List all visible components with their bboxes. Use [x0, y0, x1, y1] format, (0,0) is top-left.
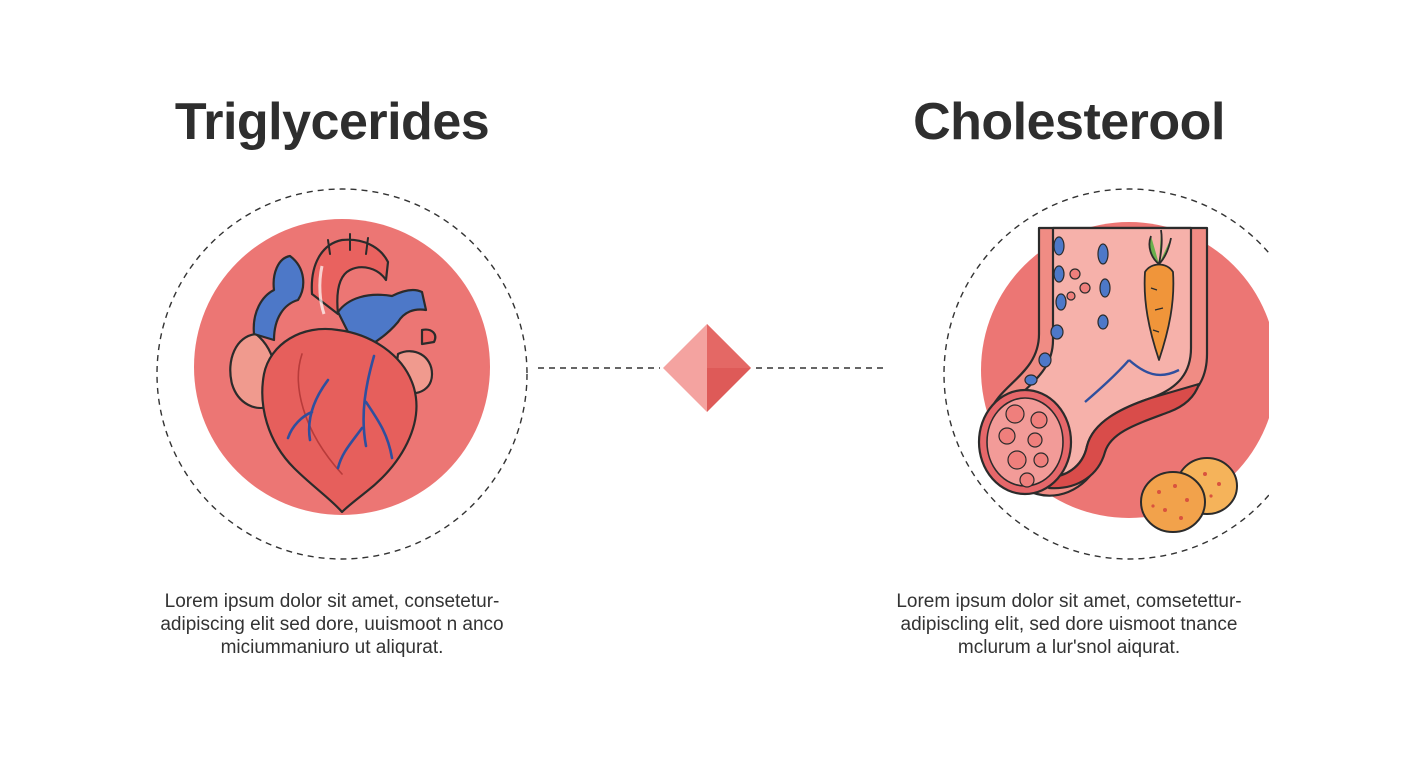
diamond-icon	[663, 324, 751, 412]
food-icon	[1140, 457, 1238, 533]
cholesterol-title: Cholesterool	[913, 93, 1225, 151]
triglycerides-panel: Triglycerides	[92, 0, 572, 768]
cholesterol-panel: Cholesterool	[829, 0, 1309, 768]
nerve-line	[1084, 359, 1180, 403]
triglycerides-title: Triglycerides	[174, 93, 490, 151]
coronary-veins	[286, 354, 394, 470]
carrot-icon	[1143, 229, 1175, 361]
cholesterol-description: Lorem ipsum dolor sit amet, comsetettur-…	[829, 590, 1309, 659]
heart-illustration	[156, 188, 528, 560]
plaque-deposits	[1024, 236, 1111, 386]
artery-illustration	[943, 188, 1269, 560]
dashed-ring	[156, 188, 528, 560]
blood-cells	[998, 268, 1091, 488]
description-line: miciummaniuro ut aliqurat.	[220, 637, 444, 658]
dashed-ring	[943, 188, 1269, 560]
description-line: adipiscling elit, sed dore uismoot tnanc…	[900, 614, 1238, 635]
description-line: mclurum a lur'snol aiqurat.	[957, 637, 1181, 658]
heart-icon	[229, 233, 437, 514]
description-line: adipiscing elit sed dore, uuismoot n anc…	[160, 614, 504, 635]
triglycerides-description: Lorem ipsum dolor sit amet, consetetur- …	[92, 590, 572, 659]
description-line: Lorem ipsum dolor sit amet, consetetur-	[164, 591, 500, 612]
description-line: Lorem ipsum dolor sit amet, comsetettur-	[896, 591, 1242, 612]
